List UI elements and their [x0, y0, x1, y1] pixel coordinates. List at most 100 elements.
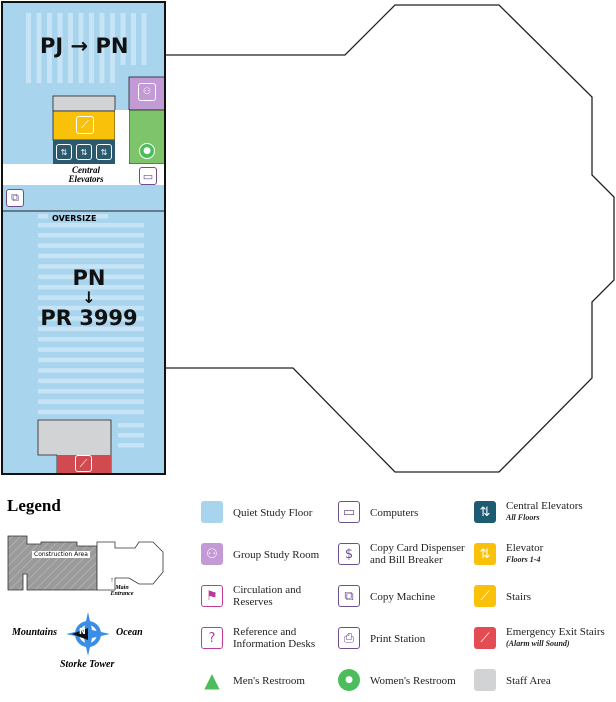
- shelf-stripe: [118, 433, 144, 438]
- shelf-stripe: [118, 443, 144, 448]
- shelf-stripe: [68, 13, 73, 83]
- legend-label: Men's Restroom: [233, 675, 305, 687]
- legend-label: Circulation and Reserves: [233, 584, 302, 608]
- stairs-icon[interactable]: ⟋: [76, 116, 94, 134]
- shelf-stripe: [89, 13, 94, 83]
- library-outline: [96, 541, 164, 591]
- circulation-icon: ⚑: [201, 585, 223, 607]
- construction-label: Construction Area: [32, 551, 90, 558]
- legend-item-label: Emergency Exit Stairs(Alarm will Sound): [506, 626, 616, 650]
- range-from: PJ: [40, 34, 64, 58]
- shelf-stripe: [38, 389, 144, 394]
- legend-label: Computers: [370, 507, 419, 519]
- key-map: ↑: [7, 535, 164, 591]
- shelf-stripe: [38, 337, 144, 342]
- central-elevator-icon[interactable]: ⇅: [96, 144, 112, 160]
- compass-icon: [66, 612, 110, 656]
- shelf-stripe: [38, 214, 48, 219]
- legend-sublabel: (Alarm will Sound): [506, 639, 570, 648]
- shelf-stripe: [141, 13, 147, 65]
- shelf-stripe: [80, 214, 108, 219]
- legend-item-label: Group Study Room: [233, 549, 338, 561]
- legend-label: Copy Card Dispenser and Bill Breaker: [370, 542, 465, 566]
- question-icon: ?: [201, 627, 223, 649]
- emergency-stairs-icon: ⟋: [474, 627, 496, 649]
- shelf-stripe: [38, 295, 144, 300]
- legend-label: Central Elevators: [506, 500, 583, 512]
- shelf-stripe: [36, 13, 42, 83]
- legend-label: Copy Machine: [370, 591, 436, 603]
- legend-label: Elevator: [506, 542, 544, 554]
- compass-north: N: [79, 627, 86, 636]
- central-elevator-icon[interactable]: ⇅: [76, 144, 92, 160]
- corridor-label: Central Elevators: [68, 165, 104, 184]
- shelf-stripe: [38, 243, 144, 248]
- shelf-stripe: [38, 378, 144, 384]
- emergency-stairs-area: [57, 455, 111, 474]
- arrow-right-icon: →: [70, 34, 89, 58]
- stairs-icon: ⟋: [474, 585, 496, 607]
- compass-right-label: Ocean: [116, 627, 143, 638]
- legend-item-label: Women's Restroom: [370, 675, 475, 687]
- mens-restroom-icon: ▲: [204, 668, 220, 692]
- printer-icon: ⎙: [338, 627, 360, 649]
- womens-restroom-icon[interactable]: ●: [139, 143, 155, 159]
- legend-item-label: Copy Card Dispenser and Bill Breaker: [370, 542, 475, 566]
- shelf-stripe: [38, 316, 144, 321]
- shelf-stripe: [38, 409, 144, 415]
- floor-map: [1, 1, 615, 475]
- shelf-stripe: [131, 13, 136, 65]
- call-range-bottom: PN ↓ PR 3999: [40, 266, 138, 330]
- legend-title: Legend: [7, 496, 61, 515]
- shelf-stripe: [110, 13, 115, 83]
- shelf-stripe: [38, 399, 144, 404]
- legend-item-label: Men's Restroom: [233, 675, 338, 687]
- shelf-stripe: [47, 13, 52, 83]
- legend-item-label: Circulation and Reserves: [233, 584, 338, 608]
- staff-area: [52, 95, 116, 112]
- central-elevator-icon: ⇅: [474, 501, 496, 523]
- legend-item-label: Stairs: [506, 591, 616, 603]
- shelf-stripe: [38, 326, 144, 332]
- legend-label: Group Study Room: [233, 549, 320, 561]
- shelf-stripe: [38, 274, 144, 280]
- building-outline: [165, 4, 615, 473]
- corridor: [3, 164, 164, 185]
- emergency-stairs-icon[interactable]: ⟋: [75, 455, 92, 472]
- shelf-stripe: [38, 285, 144, 290]
- arrow-down-icon: ↓: [82, 288, 96, 307]
- computer-icon[interactable]: ▭: [139, 167, 157, 185]
- main-entrance-label: Main Entrance: [110, 585, 134, 597]
- legend-label: Print Station: [370, 633, 426, 645]
- shelf-stripe: [38, 253, 144, 259]
- computer-icon: ▭: [338, 501, 360, 523]
- compass-left-label: Mountains: [12, 627, 58, 638]
- shelf-stripe: [38, 347, 144, 352]
- entrance-arrow-icon: ↑: [110, 576, 114, 584]
- legend-label: Stairs: [506, 591, 532, 603]
- range-to: PN: [95, 34, 129, 58]
- shelf-stripe: [118, 423, 144, 428]
- construction-area: [7, 535, 98, 591]
- legend-sublabel: All Floors: [506, 513, 540, 522]
- womens-restroom-icon: ●: [338, 669, 360, 691]
- range-from: PN: [72, 266, 106, 290]
- legend-sublabel: Floors 1-4: [506, 555, 541, 564]
- shelf-stripe: [38, 223, 144, 228]
- central-elevator-icon[interactable]: ⇅: [56, 144, 72, 160]
- shelf-stripe: [120, 13, 126, 65]
- shelf-stripe: [26, 13, 31, 83]
- range-to: PR 3999: [40, 306, 138, 330]
- shelf-stripe: [38, 357, 144, 363]
- shelf-stripe: [99, 13, 105, 83]
- dollar-icon: $: [338, 543, 360, 565]
- shelf-stripe: [38, 305, 144, 311]
- copy-machine-icon[interactable]: ⧉: [6, 189, 24, 207]
- group-study-icon[interactable]: ⚇: [138, 83, 156, 101]
- legend-item-label: Print Station: [370, 633, 475, 645]
- legend-item-label: Reference and Information Desks: [233, 626, 338, 650]
- compass-bottom-label: Storke Tower: [60, 659, 115, 670]
- legend-item-label: Quiet Study Floor: [233, 507, 338, 519]
